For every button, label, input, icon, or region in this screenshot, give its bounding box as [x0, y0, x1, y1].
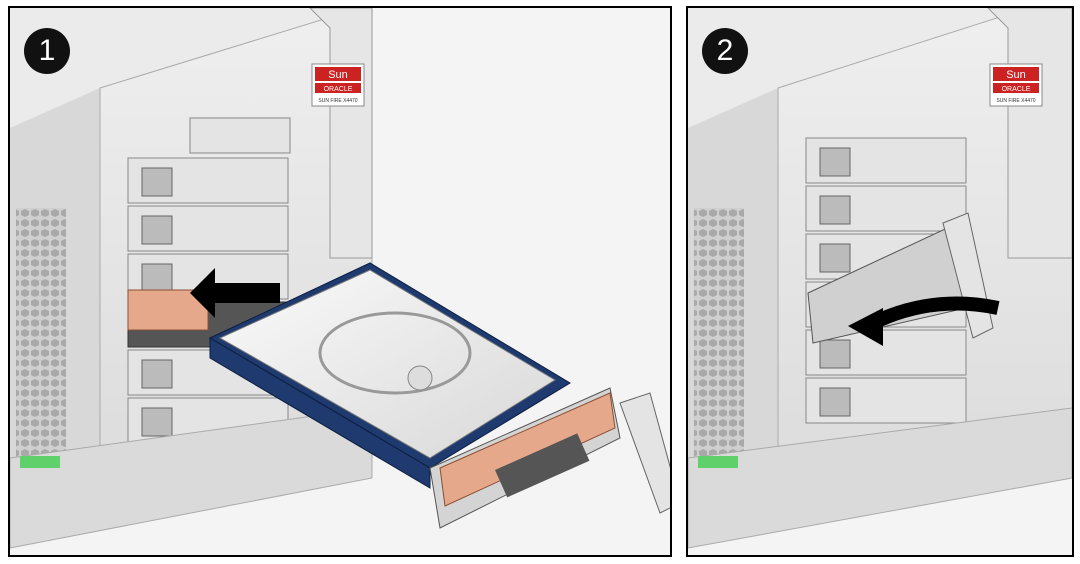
step-number-badge: 1 [24, 28, 70, 74]
drive-bays [805, 137, 967, 424]
svg-text:SUN FIRE X4470: SUN FIRE X4470 [318, 98, 357, 104]
chassis-bezel [10, 407, 373, 549]
step-1-panel: Sun ORACLE SUN FIRE X4470 1 [8, 6, 672, 557]
drive-release-lever [619, 392, 670, 514]
svg-text:SUN FIRE X4470: SUN FIRE X4470 [996, 98, 1035, 104]
oracle-logo-badge: Sun ORACLE SUN FIRE X4470 [311, 63, 365, 107]
close-lever-arrowhead [848, 308, 883, 346]
status-led [20, 456, 60, 468]
step-1-illustration: Sun ORACLE SUN FIRE X4470 [10, 8, 670, 549]
insert-arrow [190, 268, 280, 318]
svg-text:Sun: Sun [1006, 69, 1026, 81]
step-2-illustration: Sun ORACLE SUN FIRE X4470 [688, 8, 1072, 549]
chassis-bezel [688, 407, 1072, 549]
hard-drive [208, 262, 670, 529]
step-2-panel: Sun ORACLE SUN FIRE X4470 2 [686, 6, 1074, 557]
svg-text:ORACLE: ORACLE [1002, 86, 1031, 93]
svg-text:Sun: Sun [328, 69, 348, 81]
oracle-logo-badge: Sun ORACLE SUN FIRE X4470 [989, 63, 1043, 107]
status-led [698, 456, 738, 468]
svg-text:ORACLE: ORACLE [324, 86, 353, 93]
step-number-badge: 2 [702, 28, 748, 74]
vent-grille [694, 208, 744, 458]
vent-grille [16, 208, 66, 458]
